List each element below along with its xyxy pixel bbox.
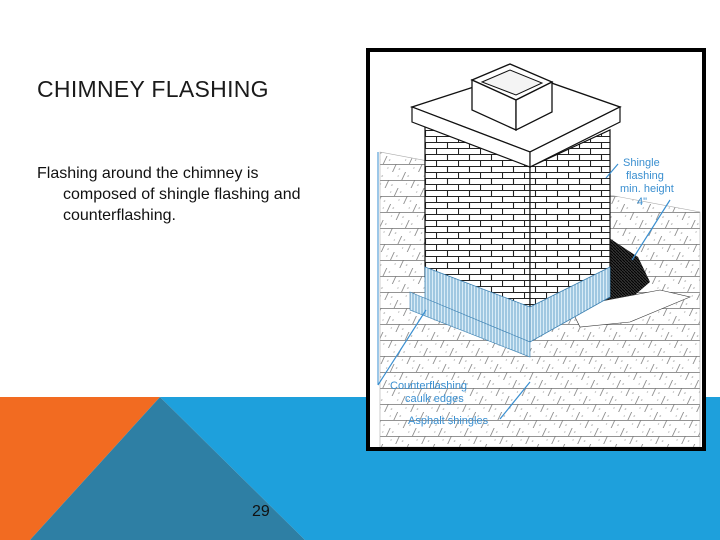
orange-triangle [0, 397, 160, 540]
label-shingle-2: flashing [626, 170, 664, 182]
step-flashing [409, 291, 531, 358]
label-shingle-1: Shingle [623, 157, 660, 169]
label-shingle-4: 4" [637, 196, 647, 208]
slide-title: CHIMNEY FLASHING [37, 76, 269, 102]
counterflashing-right [529, 266, 611, 343]
chimney-illustration: Shingle flashing min. height 4" Counterf… [377, 63, 701, 447]
page-number: 29 [252, 503, 270, 520]
body-line-rest: composed of shingle flashing and counter… [63, 186, 301, 224]
label-asphalt: Asphalt shingles [408, 415, 489, 427]
body-text: Flashing around the chimney is composed … [37, 163, 337, 226]
teal-triangle [30, 397, 305, 540]
label-shingle-3: min. height [620, 183, 674, 195]
chimney-figure: Shingle flashing min. height 4" Counterf… [366, 48, 706, 451]
body-line-1: Flashing around the chimney is [37, 165, 259, 182]
label-counter-1: Counterflashing [390, 380, 467, 392]
label-counter-2: caulk edges [405, 393, 464, 405]
